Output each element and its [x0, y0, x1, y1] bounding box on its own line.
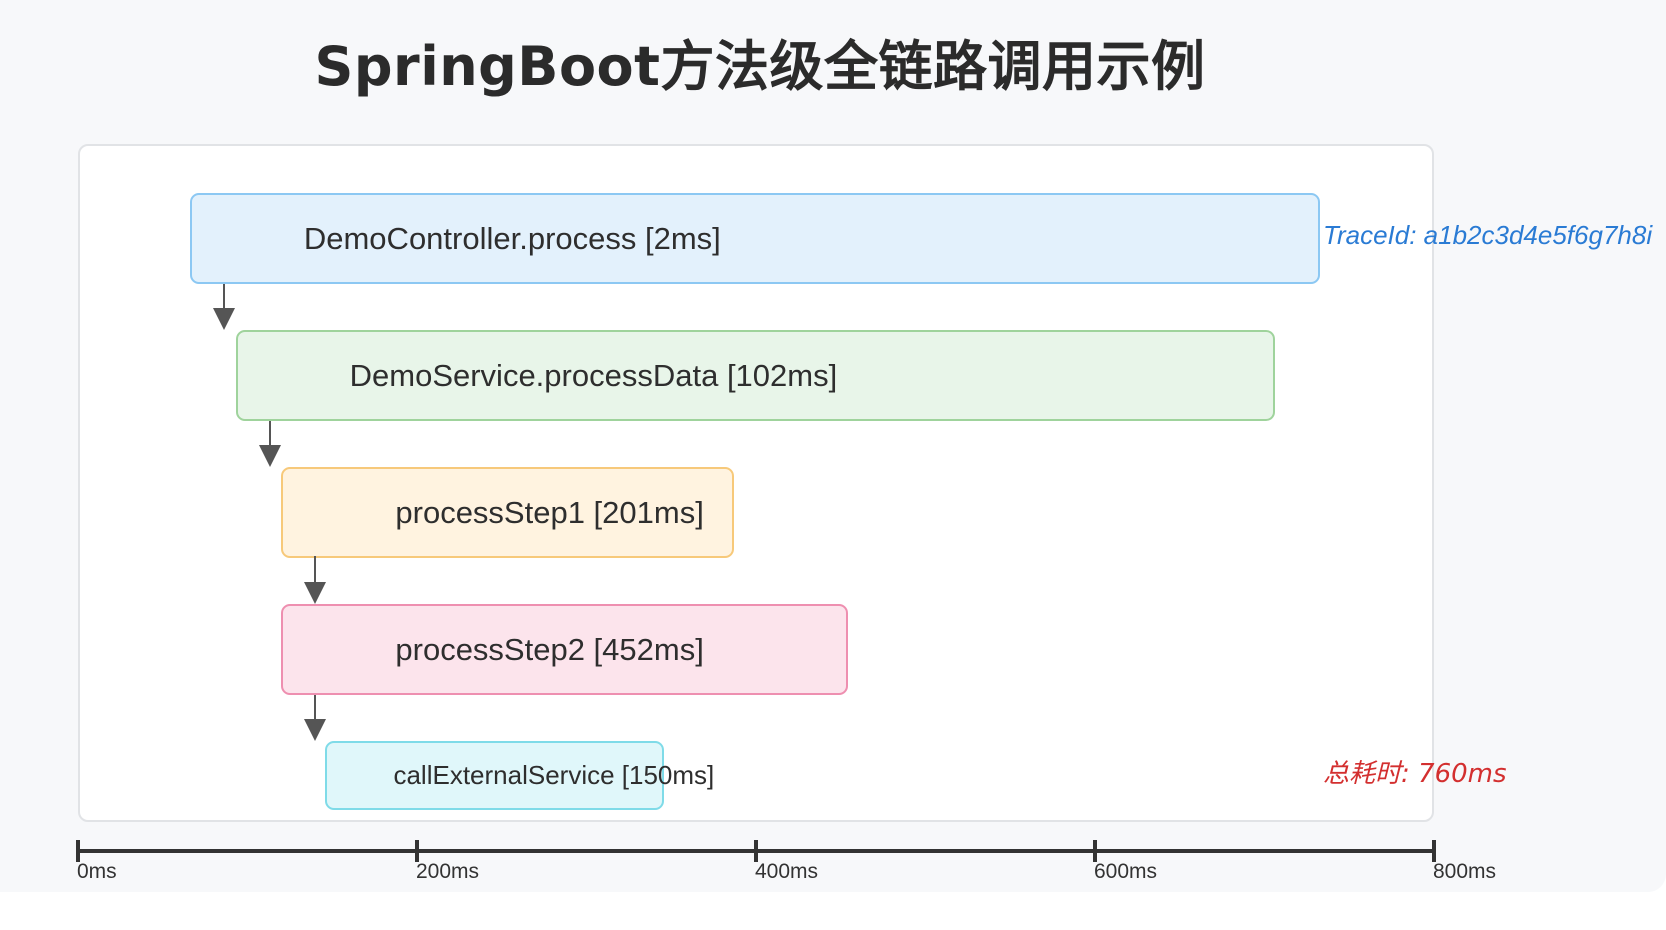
span-label: DemoController.process [2ms] [303, 220, 721, 256]
span-label: processStep2 [452ms] [395, 631, 704, 667]
span-label: processStep1 [201ms] [395, 494, 704, 530]
axis-tick-label: 400ms [755, 860, 819, 883]
axis-tick-label: 0ms [77, 860, 117, 883]
page-title: SpringBoot方法级全链路调用示例 [314, 35, 1206, 98]
call-arrow [212, 284, 235, 330]
span-label: callExternalService [150ms] [393, 760, 715, 790]
span-bar: processStep1 [201ms] [281, 467, 734, 558]
span-bar: DemoController.process [2ms] [189, 193, 1321, 284]
span-label: DemoService.processData [102ms] [349, 357, 838, 393]
axis-tick-label: 200ms [416, 860, 480, 883]
trace-id-label: TraceId: a1b2c3d4e5f6g7h8i [1323, 220, 1653, 250]
call-arrow [304, 695, 327, 741]
span-bar: callExternalService [150ms] [325, 741, 714, 810]
span-bar: DemoService.processData [102ms] [235, 330, 1275, 421]
axis-tick-label: 600ms [1094, 860, 1158, 883]
call-arrow [304, 556, 327, 604]
axis-tick-label: 800ms [1433, 860, 1497, 883]
call-arrow [258, 421, 281, 467]
span-bar: processStep2 [452ms] [281, 604, 848, 695]
total-time-label: 总耗时: 760ms [1323, 759, 1507, 789]
